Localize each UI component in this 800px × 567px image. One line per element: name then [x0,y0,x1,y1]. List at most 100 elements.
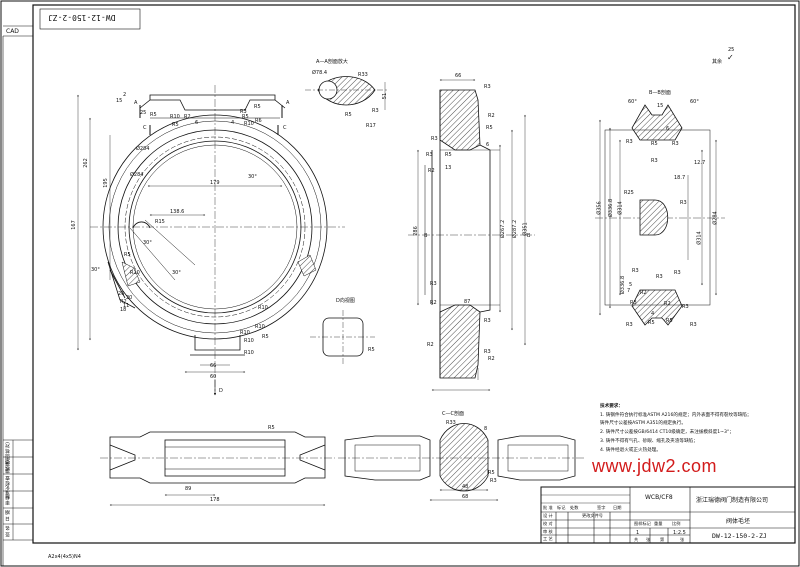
dim-side-r2c: R2 [430,300,437,306]
dim-dview-r5: R5 [368,347,375,353]
dim-bb-r3i: R3 [626,322,633,328]
side-section [408,79,535,391]
dim-main-r15: R15 [155,219,165,225]
title-info-weight: 重量 [654,521,663,526]
dim-main-179: 179 [210,180,220,186]
dim-main-r10a: R10 [244,121,254,127]
section-marker-b-left: B [424,233,428,239]
dim-bb-d284: Ø284 [712,211,719,225]
title-quantity: 1 [636,530,640,536]
dim-main-4: 4 [231,120,235,126]
dim-main-r5c: R5 [150,112,157,118]
title-material: WCB/CF8 [645,494,673,501]
dim-cc-r3: R3 [490,478,497,484]
dim-bb-6: 6 [666,126,670,132]
strip-label-date: 日 期 [6,510,11,522]
dim-cc-r33: R33 [446,420,456,426]
dim-side-r2b: R2 [428,168,435,174]
dim-bb-187: 18.7 [674,175,686,181]
dim-main-6: 6 [195,120,199,126]
notes-line-2: 铸件尺寸公差按ASTM A351的规定执行。 [600,421,686,426]
dim-bb-r3b: R3 [626,139,633,145]
notes-title: 技术要求： [600,404,623,409]
roughness-value: 25 [728,47,735,53]
dim-side-r2d: R2 [427,342,434,348]
dim-main-1386: 138.6 [170,209,185,215]
dim-main-r10g: R10 [258,305,268,311]
dim-main-r5f: R5 [262,334,269,340]
dim-main-20: 20 [126,295,133,301]
dim-main-30a: 30° [143,240,152,246]
title-row-review: 审 核 [543,529,553,534]
dim-main-66: 66 [210,363,217,369]
view-d-marker: D [219,388,223,394]
dim-main-r5: R5 [254,104,261,110]
dim-main-r2: R2 [120,299,127,305]
dim-aa-d784: Ø78.4 [312,70,328,76]
dim-bb-4: 4 [651,311,655,317]
dim-bb-60b: 60° [690,99,699,105]
strip-label-check: 校 核 [6,460,11,472]
dim-aa-r17: R17 [366,123,376,129]
title-col-date: 日期 [613,505,622,510]
dim-main-r5b: R5 [172,122,179,128]
dim-bb-r25: R25 [624,190,634,196]
dim-main-r3: R3 [240,109,247,115]
dim-main-r5d: R5 [124,252,131,258]
section-aa-title: A—A剖面放大 [316,59,348,65]
dim-bb-r5b: R5 [666,318,673,324]
title-drawing-no: DW-12-150-2-ZJ [712,532,767,540]
dim-top-89: 89 [185,486,192,492]
title-sheet-unit1: 张 [646,537,651,542]
dim-main-25: 25 [140,110,147,116]
title-col-mark: 标记 [557,505,566,510]
title-part-name: 阀体毛坯 [726,518,751,525]
dim-bb-r3h: R3 [630,300,637,306]
dim-bb-r3d: R3 [672,141,679,147]
dim-cc-r5: R5 [488,470,495,476]
dim-top-r5: R5 [268,425,275,431]
dim-bb-15: 15 [657,103,664,109]
dim-main-60: 60 [210,374,217,380]
title-sheet-no: 第 [660,537,665,542]
dim-bb-r3e: R3 [674,270,681,276]
dim-aa-r33: R33 [358,72,368,78]
dim-main-26: 26 [118,291,125,297]
title-col-count: 处数 [570,505,579,510]
dim-side-d2672: Ø267.2 [500,219,507,239]
title-company: 浙江瑞德阀门制造有限公司 [696,497,769,504]
surface-finish-label: 其余 [712,59,723,65]
dim-side-r3f: R3 [484,349,491,355]
dim-bb-d3368b: Ø336.8 [620,275,627,295]
dim-bb-r3j: R3 [690,322,697,328]
dim-bb-d314b: Ø314 [696,231,703,245]
section-marker-a-left: A [134,100,138,106]
dim-aa-r5: R5 [345,112,352,118]
dim-side-r2e: R2 [488,356,495,362]
view-d-title: D向视图 [336,298,355,304]
strip-label-review: 审 核 [6,494,11,506]
title-row-design: 设 计 [543,513,553,518]
dim-bb-r3c: R3 [680,200,687,206]
notes-line-1: 1. 铸钢件符合执行标准ASTM A216的规定；内外表面不得有裂纹等缺陷； [600,413,752,418]
dim-main-11: 11 [123,303,130,309]
dim-main-r10d: R10 [244,350,254,356]
dim-main-2: 2 [123,92,127,98]
dim-main-30b: 30° [91,267,100,273]
dim-bb-d3368: Ø336.8 [608,198,615,218]
dim-side-66: 66 [455,73,462,79]
title-sheet-total: 共 [634,537,639,542]
section-marker-a-right: A [286,100,290,106]
dim-side-r3g: R5 [445,152,452,158]
dim-bb-r5: R5 [651,141,658,147]
notes-line-5: 4. 铸件经退火或正火热处理。 [600,448,661,453]
dim-main-18: 18 [120,307,127,313]
section-aa-view [305,76,388,110]
dim-bb-d356: Ø356 [596,201,603,215]
dim-main-262: 262 [82,158,89,168]
title-col-sign: 签字 [597,505,606,510]
section-marker-c-left: C [143,125,147,131]
dim-bb-r5c: R5 [648,320,655,326]
dim-bb-r3k: R3 [682,304,689,310]
dim-bb-r3: R3 [651,158,658,164]
